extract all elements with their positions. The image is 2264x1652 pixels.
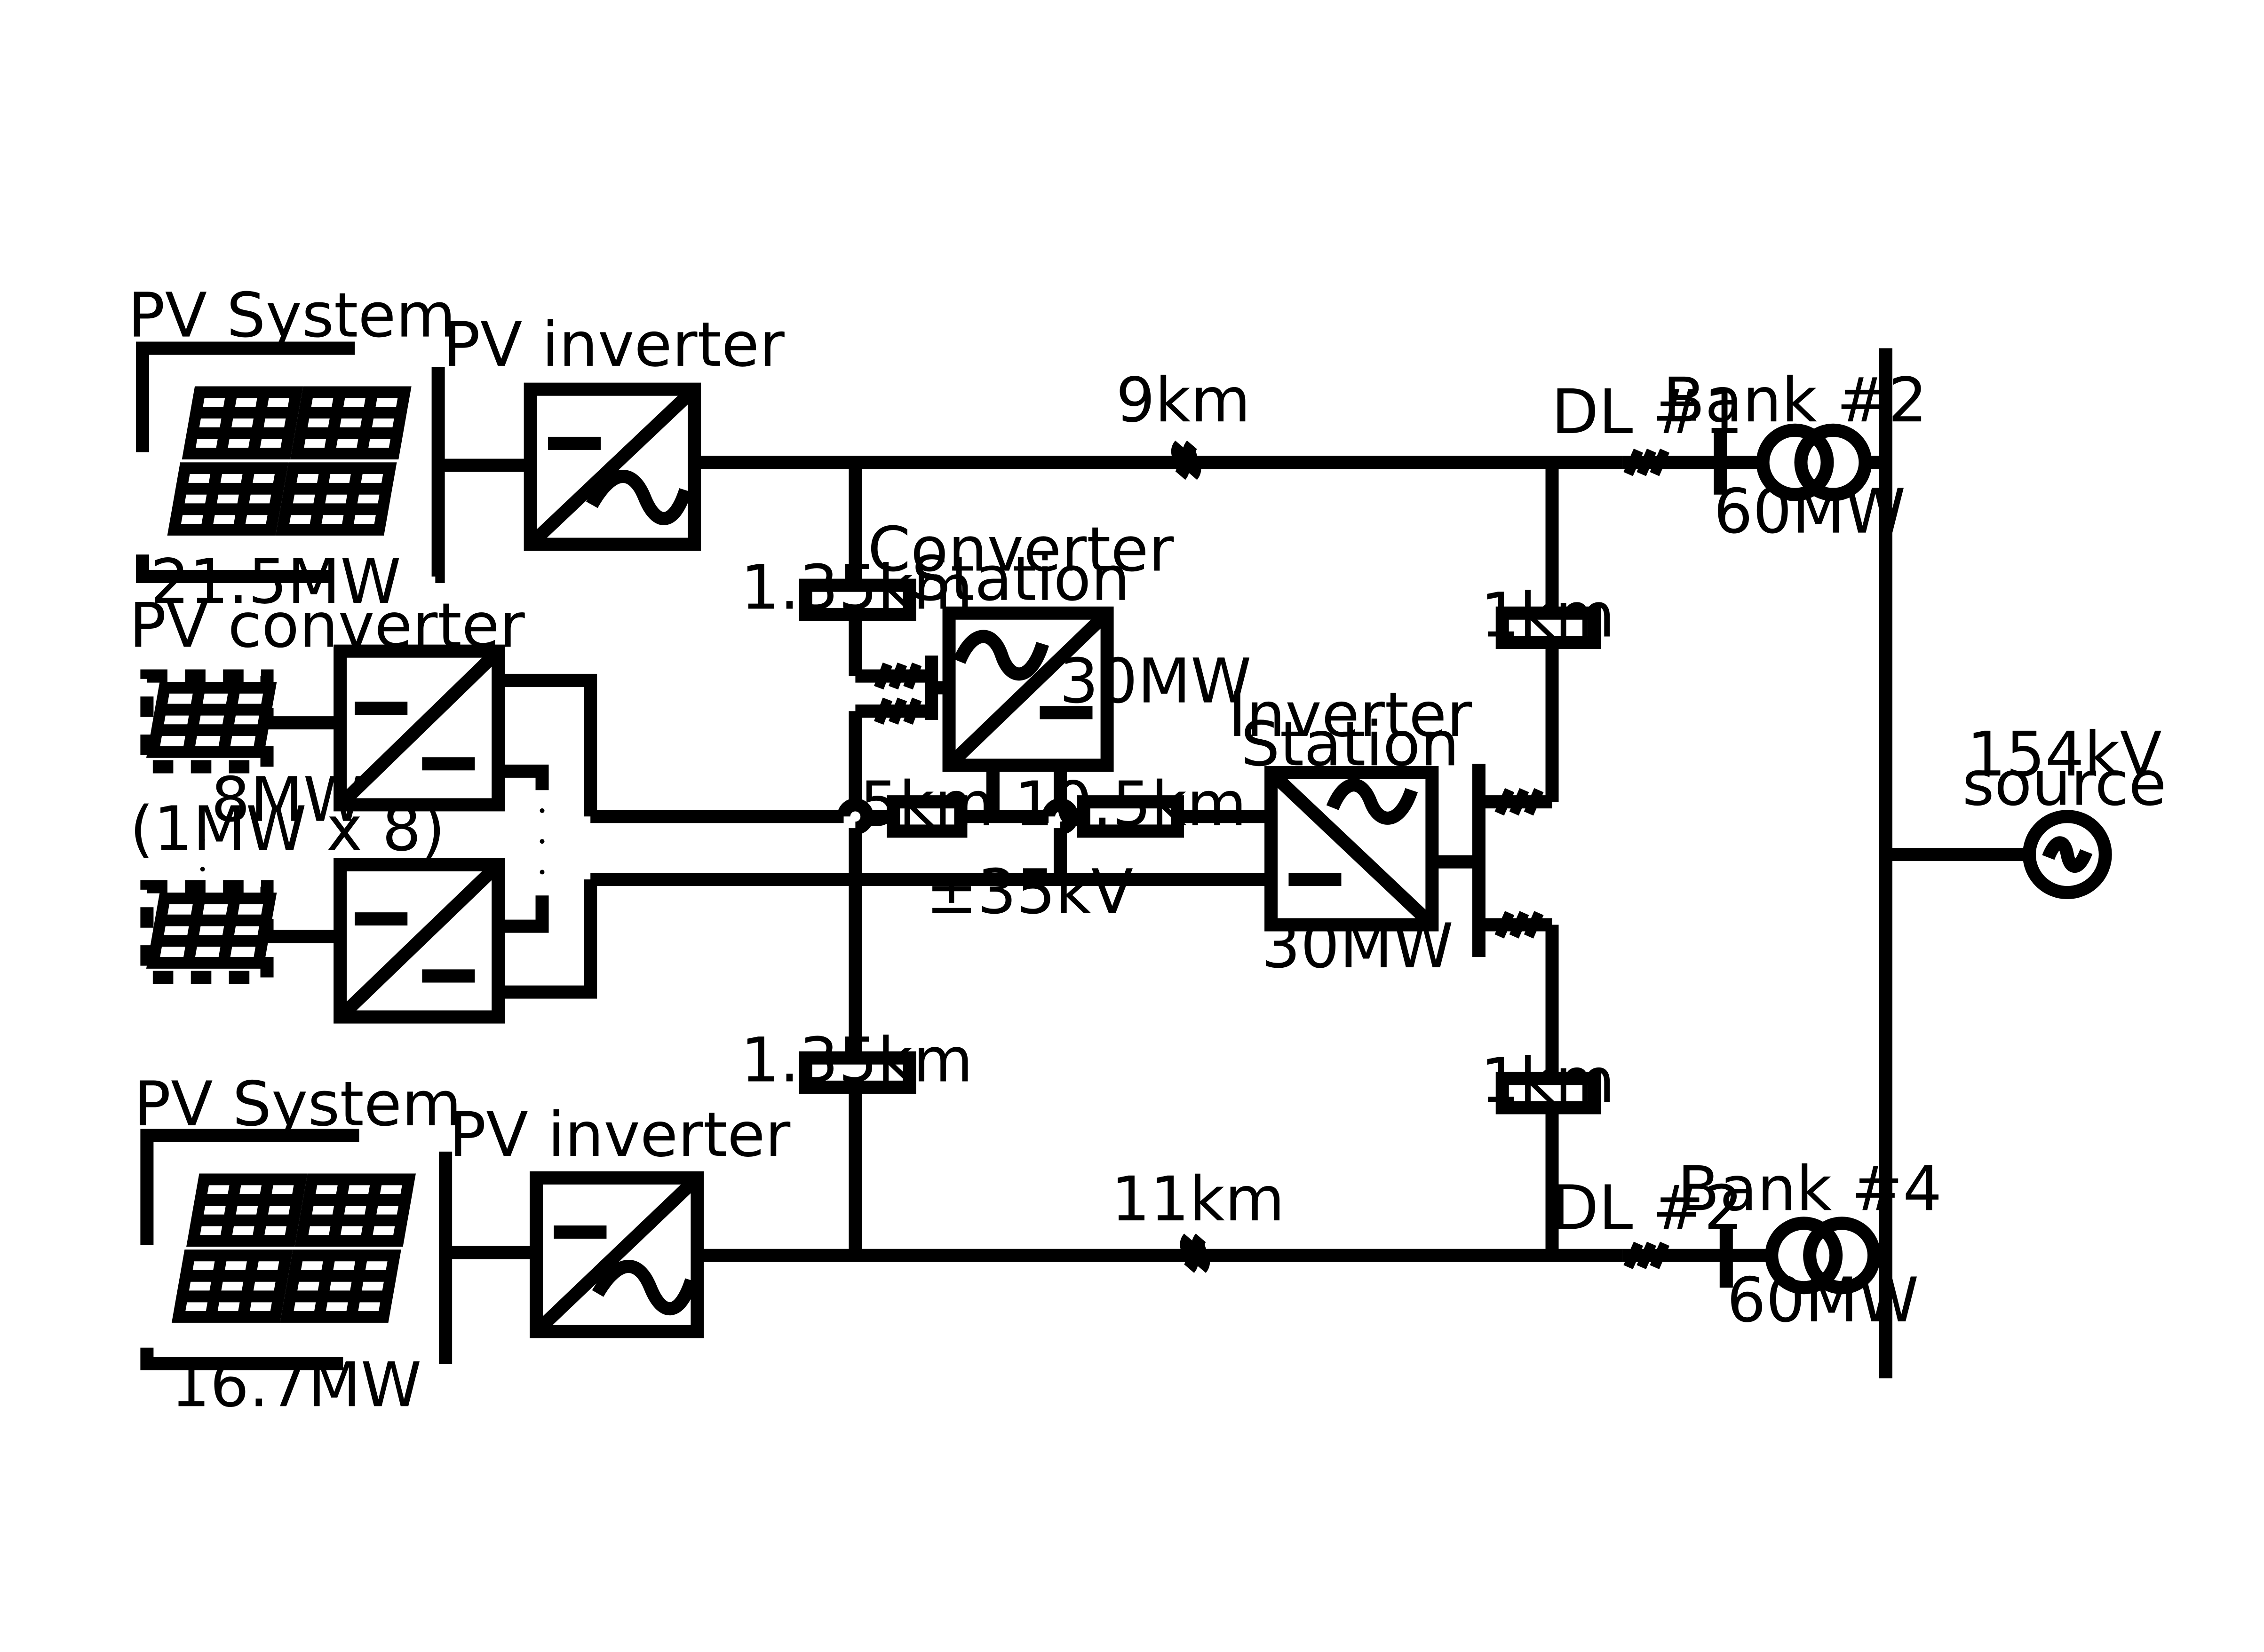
cable-right-top-label: 1km bbox=[1480, 580, 1615, 651]
line-break-icon bbox=[1180, 1233, 1199, 1273]
pv-converter-rating: 8MW bbox=[211, 764, 364, 836]
converter-station-rating: 30MW bbox=[1059, 646, 1251, 717]
pv-inverter-bottom-label: PV inverter bbox=[449, 1099, 791, 1170]
ac-wave-icon bbox=[1326, 778, 1418, 825]
pv-system-top: PV System 21.5MW bbox=[128, 280, 456, 617]
source-label-line1: 154kV bbox=[1967, 719, 2161, 790]
converter-station: Converter Station 30MW bbox=[868, 514, 1251, 772]
pv-system-bottom: PV System 16.7MW bbox=[134, 1068, 461, 1421]
ac-wave-icon bbox=[953, 630, 1049, 681]
solar-panel-icon bbox=[153, 688, 270, 752]
pv-converter-upper: PV converter bbox=[129, 590, 597, 817]
converter-station-label-line2: Station bbox=[912, 543, 1130, 615]
cable-left-top-label: 1.35km bbox=[741, 552, 973, 623]
line-bottom-length: 11km bbox=[1111, 1163, 1285, 1235]
transformer-coil-icon bbox=[1756, 423, 1834, 501]
pv-system-bottom-rating: 16.7MW bbox=[171, 1349, 421, 1421]
line-top-length: 9km bbox=[1116, 364, 1250, 436]
dl2-label: DL #2 bbox=[1551, 1172, 1743, 1244]
pv-system-top-rating: 21.5MW bbox=[151, 546, 401, 617]
pv-converter-lower bbox=[140, 858, 597, 1024]
bank2-rating: 60MW bbox=[1714, 476, 1906, 547]
inverter-station-rating: 30MW bbox=[1262, 910, 1454, 982]
solar-panel-icon bbox=[179, 1179, 409, 1317]
solar-panel-icon bbox=[174, 392, 405, 530]
dc-cable-5km-label: 5km bbox=[860, 768, 994, 840]
dl1-label: DL #1 bbox=[1551, 376, 1743, 448]
pv-inverter-bottom: PV inverter bbox=[449, 1099, 791, 1338]
solar-panel-icon bbox=[153, 899, 270, 963]
ac-source-icon bbox=[2022, 810, 2112, 900]
dc-cable-10km-label: 10.5km bbox=[1014, 768, 1247, 840]
bank4-transformer: Bank #4 60MW bbox=[1677, 1153, 1942, 1336]
converter-station-label-line1: Converter bbox=[868, 514, 1174, 585]
source-label-line2: source bbox=[1962, 748, 2167, 819]
dc-voltage-label: ±35kV bbox=[926, 856, 1133, 928]
inverter-station-breakers bbox=[1478, 788, 1552, 939]
pv-system-top-label: PV System bbox=[128, 280, 456, 351]
cable-right-bottom-label: 1km bbox=[1480, 1045, 1615, 1116]
ac-wave-icon bbox=[586, 470, 692, 525]
cable-left-bottom-box bbox=[799, 1051, 916, 1094]
dl1-switch: DL #1 bbox=[1551, 376, 1743, 495]
pv-inverter-top: PV inverter bbox=[443, 309, 785, 551]
pv-converter-label: PV converter bbox=[129, 590, 525, 661]
pv-system-bottom-label: PV System bbox=[134, 1068, 461, 1140]
cable-left-top-box bbox=[799, 578, 916, 621]
ac-wave-icon bbox=[592, 1260, 698, 1315]
pv-inverter-top-label: PV inverter bbox=[443, 309, 785, 380]
ellipsis-dots bbox=[200, 806, 545, 875]
transformer-coil-icon bbox=[1765, 1217, 1843, 1295]
bank4-label: Bank #4 bbox=[1677, 1153, 1942, 1225]
dl2-switch: DL #2 bbox=[1551, 1172, 1743, 1288]
grid-source: 154kV source bbox=[1885, 719, 2167, 900]
pv-converter-rating-detail: (1MW x 8) bbox=[130, 793, 445, 865]
line-break-icon bbox=[1171, 440, 1190, 480]
inverter-station-label-line1: Inverter bbox=[1228, 679, 1472, 751]
cable-left-bottom-label: 1.35km bbox=[741, 1024, 973, 1096]
bank4-rating: 60MW bbox=[1727, 1265, 1919, 1336]
inverter-station-label-line2: Station bbox=[1241, 708, 1460, 780]
inverter-station: Inverter Station 30MW bbox=[1228, 679, 1472, 982]
